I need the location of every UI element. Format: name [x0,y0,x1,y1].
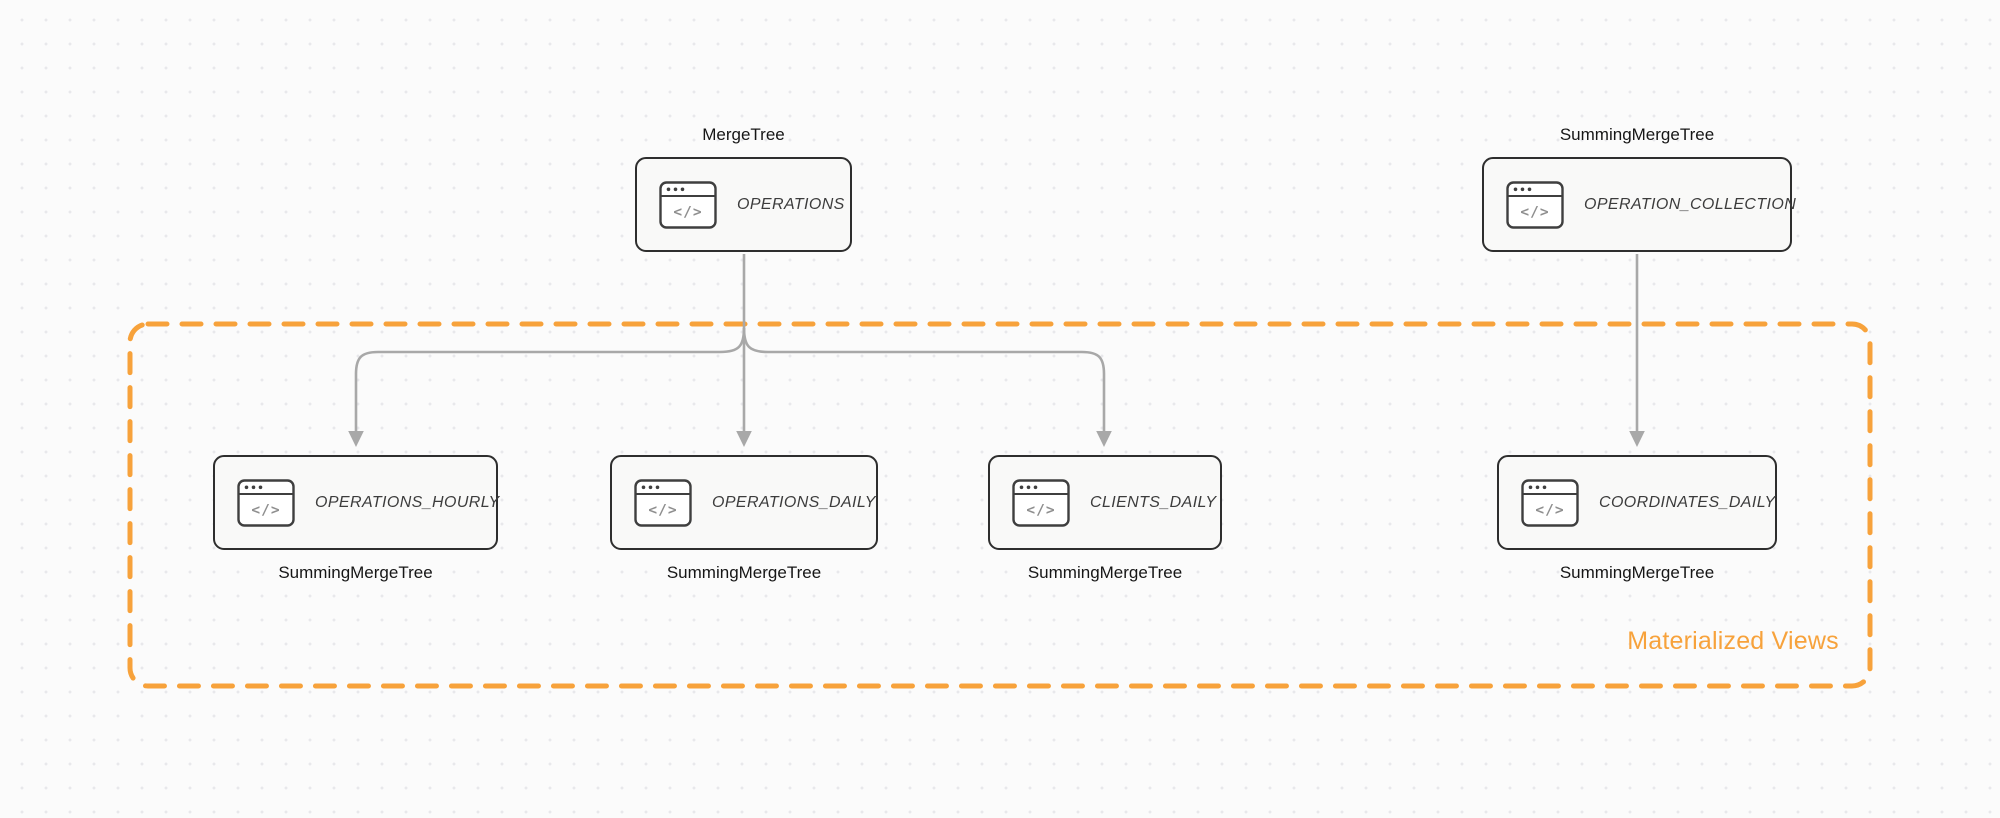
svg-text:</>: </> [673,204,702,220]
engine-label: SummingMergeTree [1559,563,1715,582]
node-clients-daily[interactable]: </> CLIENTS_DAILY [988,455,1222,550]
arrow-operations-to-clients-daily [742,327,1106,432]
node-title: OPERATIONS_DAILY [712,493,876,511]
node-group-operations-hourly: </> OPERATIONS_HOURLY SummingMergeTree [213,455,500,582]
node-group-operations: MergeTree </> OPERATIONS [635,125,852,252]
node-title: OPERATIONS [737,195,845,213]
node-title: OPERATIONS_HOURLY [315,493,500,511]
arrowhead-clients-daily [1096,431,1112,447]
arrow-operations-to-operations-hourly [354,327,746,432]
code-window-icon: </> [634,478,692,527]
node-group-clients-daily: </> CLIENTS_DAILY SummingMergeTree [988,455,1222,582]
engine-label: SummingMergeTree [1027,563,1183,582]
arrowhead-operations-hourly [348,431,364,447]
code-window-icon: </> [659,180,717,229]
engine-label: SummingMergeTree [1559,125,1715,144]
arrowhead-operations-daily [736,431,752,447]
svg-text:</>: </> [1520,204,1549,220]
svg-text:</>: </> [1026,502,1055,518]
node-operations-daily[interactable]: </> OPERATIONS_DAILY [610,455,878,550]
node-operations[interactable]: </> OPERATIONS [635,157,852,252]
node-operations-hourly[interactable]: </> OPERATIONS_HOURLY [213,455,500,550]
svg-text:</>: </> [251,502,280,518]
svg-text:</>: </> [648,502,677,518]
node-title: CLIENTS_DAILY [1090,493,1217,511]
node-group-operations-daily: </> OPERATIONS_DAILY SummingMergeTree [610,455,878,582]
engine-label: SummingMergeTree [666,563,822,582]
engine-label: MergeTree [702,125,785,144]
node-group-operation-collection: SummingMergeTree </> OPERATION_COLLECTIO… [1482,125,1796,252]
svg-text:</>: </> [1535,502,1564,518]
node-title: COORDINATES_DAILY [1599,493,1776,511]
arrowhead-coordinates-daily [1629,431,1645,447]
code-window-icon: </> [1506,180,1564,229]
engine-label: SummingMergeTree [278,563,433,582]
materialized-views-label: Materialized Views [1627,627,1839,655]
node-title: OPERATION_COLLECTION [1584,195,1797,213]
node-coordinates-daily[interactable]: </> COORDINATES_DAILY [1497,455,1777,550]
code-window-icon: </> [1012,478,1070,527]
code-window-icon: </> [1521,478,1579,527]
node-operation-collection[interactable]: </> OPERATION_COLLECTION [1482,157,1796,252]
code-window-icon: </> [237,478,295,527]
node-group-coordinates-daily: </> COORDINATES_DAILY SummingMergeTree [1497,455,1777,582]
